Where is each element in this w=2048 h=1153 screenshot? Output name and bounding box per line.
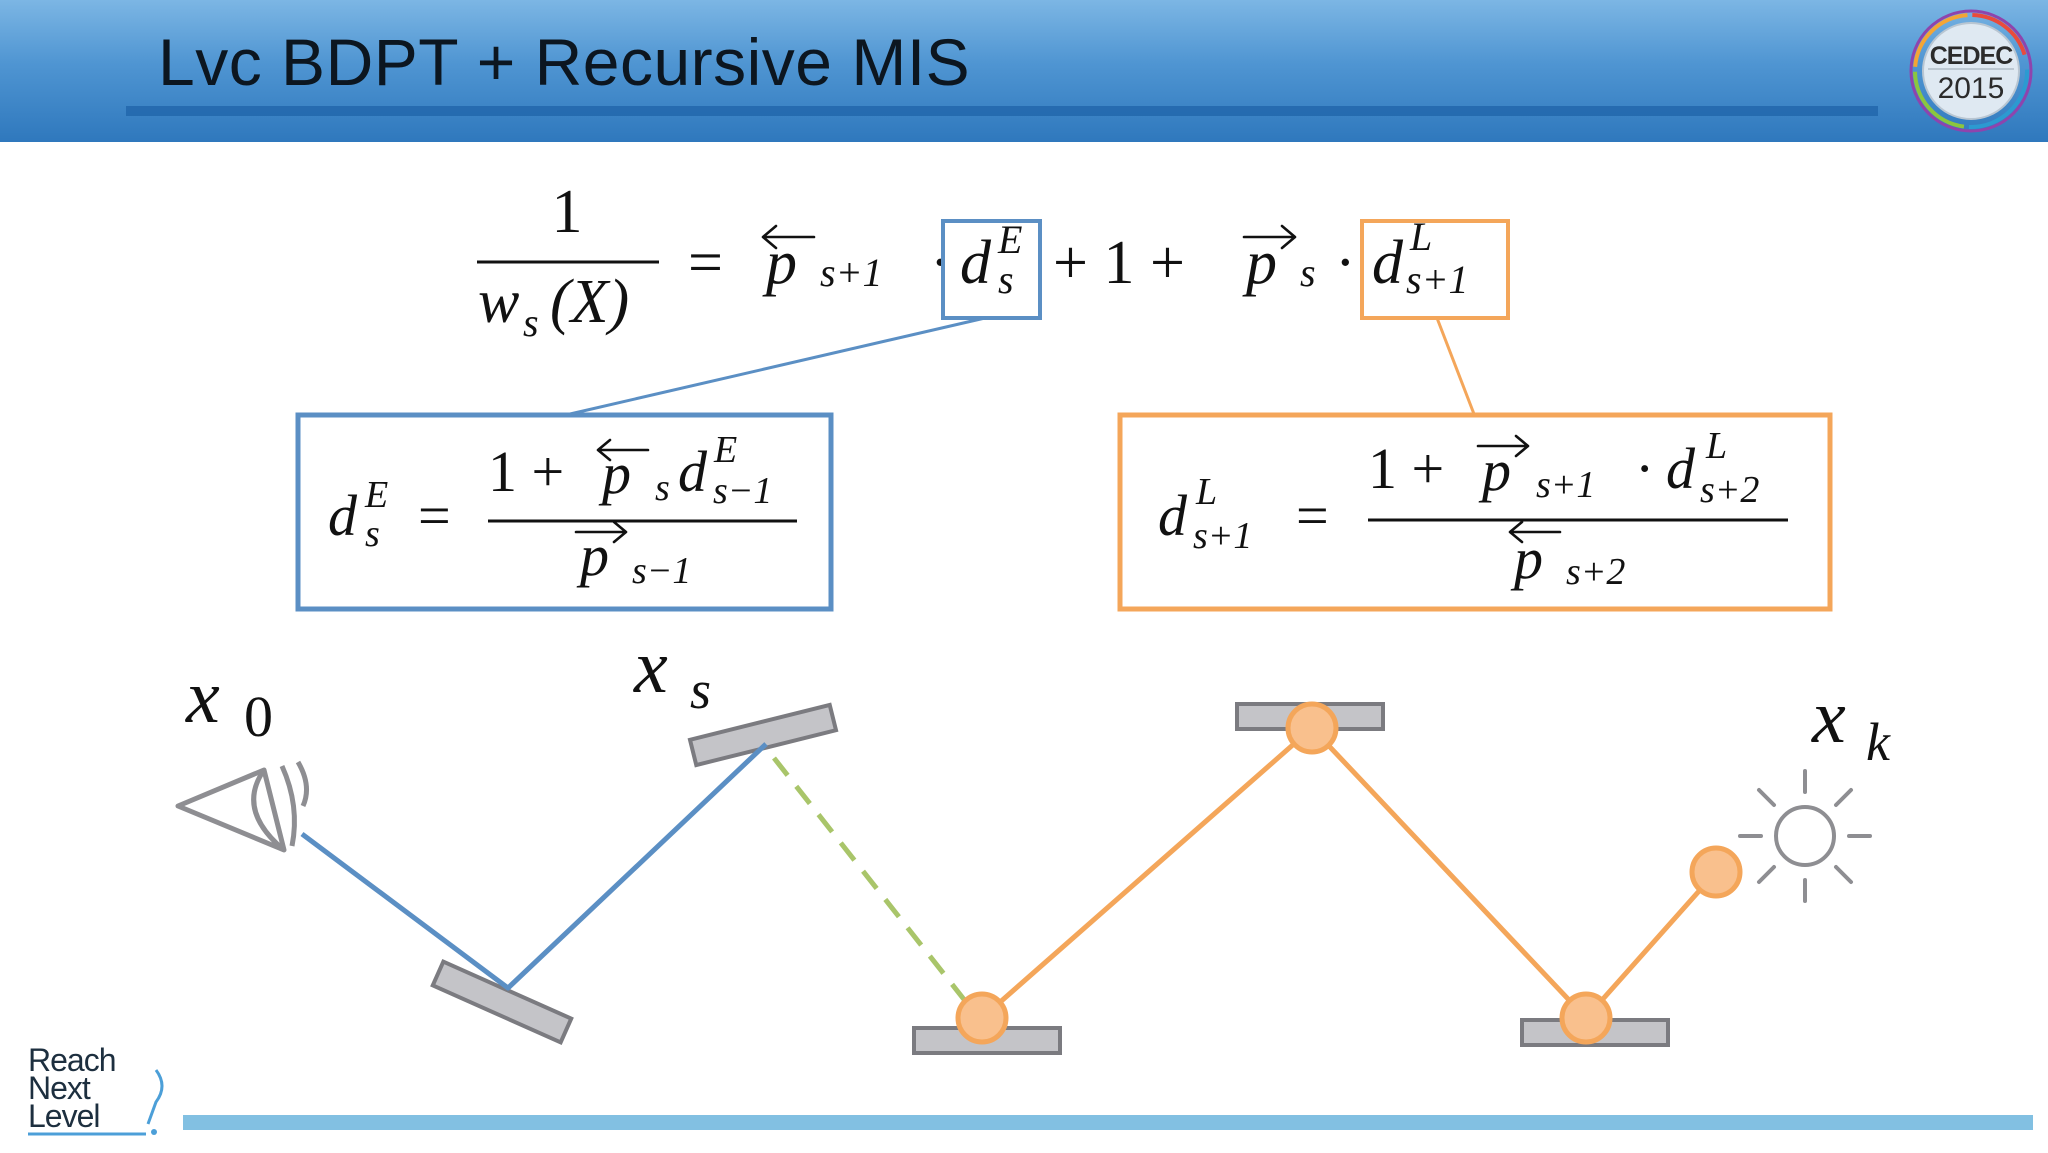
rnl-line-2: Next (28, 1070, 91, 1106)
main-eq-p-back: p (762, 229, 797, 297)
main-eq-p-back-sub: s+1 (820, 250, 883, 295)
label-x0: x (185, 655, 220, 739)
light-rec-num-p-sub: s+1 (1536, 464, 1595, 506)
main-eq-de-sub: s (998, 257, 1014, 302)
eye-rec-num-p: p (598, 441, 631, 506)
light-rec-equals: = (1296, 483, 1329, 548)
light-connector-line (1435, 317, 1476, 415)
eye-rec-num-p-sub: s (655, 467, 670, 509)
surface-1 (430, 959, 574, 1045)
cedec-logo (1909, 9, 2033, 133)
slide-header (0, 0, 2048, 142)
rnl-line-1: Reach (28, 1042, 116, 1078)
eye-connector-line (569, 316, 986, 416)
main-eq-dot: · (930, 229, 951, 297)
light-rec-lhs: d (1158, 483, 1188, 548)
eye-subpath (300, 742, 768, 991)
light-vertex (1559, 991, 1613, 1045)
light-rec-num-prefix: 1 + (1368, 436, 1444, 501)
main-eq-equals: = (688, 229, 723, 297)
main-equation: 1 w s (X) = p s+1 · d E s + 1 + p s · d … (477, 178, 1510, 345)
light-rec-den-p: p (1510, 526, 1543, 591)
eye-rec-num-prefix: 1 + (488, 439, 564, 504)
de-highlight-box (941, 219, 1042, 320)
main-eq-p-fwd: p (1242, 229, 1277, 297)
light-vertex (1689, 845, 1743, 899)
eye-rec-num-d-sub: s−1 (713, 470, 772, 512)
eye-recursion-box: d E s = 1 + p s d E s−1 p s−1 (295, 412, 834, 612)
light-rec-lhs-sub: s+1 (1193, 515, 1252, 557)
cedec-logo-text: CEDEC (1929, 42, 2014, 70)
forward-arrow-icon (574, 520, 628, 544)
main-eq-dl-sub: s+1 (1406, 257, 1469, 302)
eye-rec-equals: = (418, 483, 451, 548)
forward-arrow-icon (1242, 224, 1297, 250)
label-xk-sub: k (1866, 712, 1891, 772)
light-rec-num-d: d (1666, 436, 1696, 501)
eye-recursion-frame (295, 412, 834, 612)
main-eq-w: w (478, 268, 519, 336)
footer-bar (183, 1115, 2033, 1130)
light-rec-num-p: p (1478, 438, 1511, 503)
back-arrow-icon (761, 224, 816, 250)
main-eq-p-fwd-sub: s (1300, 250, 1316, 295)
main-eq-de: d (960, 229, 992, 297)
reach-next-level-logo (28, 1069, 164, 1136)
eye-rec-num-d-sup: E (713, 429, 737, 471)
back-arrow-icon (596, 438, 650, 462)
light-rec-num-d-sub: s+2 (1700, 469, 1759, 511)
main-eq-w-arg: (X) (550, 268, 629, 336)
eye-rec-num-d: d (678, 439, 708, 504)
main-eq-numerator: 1 (552, 178, 583, 246)
eye-rec-lhs-sub: s (365, 513, 380, 555)
eye-rec-den-p: p (576, 523, 609, 588)
light-source-icon (1738, 769, 1872, 903)
label-x0-sub: 0 (244, 684, 273, 749)
dl-highlight-box (1360, 219, 1510, 320)
light-rec-den-p-sub: s+2 (1566, 551, 1625, 593)
forward-arrow-icon (1476, 434, 1530, 458)
main-eq-w-sub: s (523, 300, 539, 345)
back-arrow-icon (1508, 520, 1562, 544)
eye-icon (175, 760, 310, 853)
light-vertex (955, 991, 1009, 1045)
eye-rec-lhs: d (328, 483, 358, 548)
main-eq-dot-2: · (1335, 229, 1356, 297)
connection-edge (772, 756, 968, 1004)
light-rec-lhs-sup: L (1195, 471, 1217, 513)
light-vertex (1285, 701, 1339, 755)
main-eq-de-sup: E (997, 217, 1022, 262)
main-eq-dl-sup: L (1409, 214, 1432, 259)
rnl-line-3: Level (28, 1098, 100, 1134)
cedec-logo-year: 2015 (1937, 72, 2005, 105)
main-eq-plus-one: + 1 + (1053, 229, 1185, 297)
slide-title: Lvc BDPT + Recursive MIS (158, 25, 971, 99)
label-xk: x (1811, 675, 1846, 759)
light-subpath (980, 725, 1718, 1021)
label-xs: x (633, 625, 668, 709)
light-recursion-frame (1117, 412, 1833, 612)
light-recursion-box: d L s+1 = 1 + p s+1 · d L s+2 p s+2 (1117, 412, 1833, 612)
surface-xs (687, 702, 839, 768)
eye-rec-lhs-sup: E (364, 474, 388, 516)
eye-rec-den-p-sub: s−1 (632, 550, 691, 592)
light-rec-num-d-sup: L (1705, 425, 1727, 467)
light-rec-num-dot: · (1635, 436, 1654, 501)
main-eq-dl: d (1372, 229, 1404, 297)
header-underline (126, 106, 1878, 116)
label-xs-sub: s (690, 660, 711, 720)
